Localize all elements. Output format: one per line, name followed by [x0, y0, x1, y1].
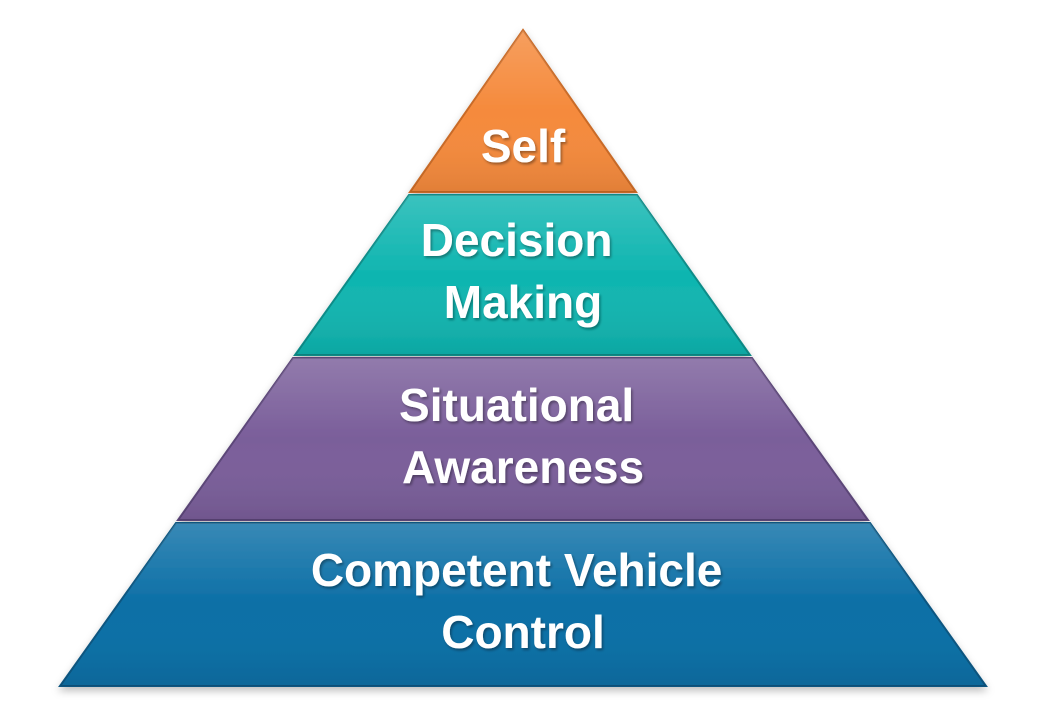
tier-situational-awareness: Situational Awareness	[176, 357, 870, 521]
tier-competent-vehicle-control: Competent Vehicle Control	[58, 522, 988, 687]
tier-self: Self	[408, 28, 638, 193]
tier-decision-making-label: Decision Making	[421, 214, 626, 328]
tier-situational-awareness-label: Situational Awareness	[399, 379, 647, 493]
tier-decision-making: Decision Making	[293, 194, 752, 356]
tier-self-label: Self	[481, 120, 566, 172]
tier-competent-vehicle-control-label: Competent Vehicle Control	[311, 544, 735, 658]
